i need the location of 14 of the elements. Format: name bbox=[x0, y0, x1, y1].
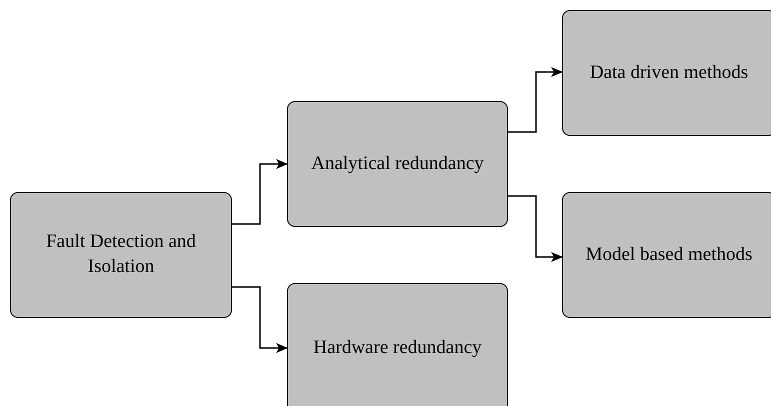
process-box bbox=[10, 192, 232, 318]
box-label: Analytical redundancy bbox=[311, 152, 484, 176]
process-box bbox=[562, 192, 771, 318]
arrow bbox=[232, 286, 288, 353]
arrow bbox=[232, 159, 288, 225]
arrow bbox=[508, 67, 563, 133]
box-label: Model based methods bbox=[586, 242, 752, 267]
box-label: Data driven methods bbox=[590, 60, 748, 85]
process-box bbox=[287, 283, 508, 406]
arrow bbox=[508, 195, 563, 262]
process-box bbox=[562, 10, 771, 136]
process-box bbox=[287, 101, 508, 227]
box-label: Hardware redundancy bbox=[313, 336, 482, 360]
box-label: Fault Detection and Isolation bbox=[45, 230, 197, 279]
